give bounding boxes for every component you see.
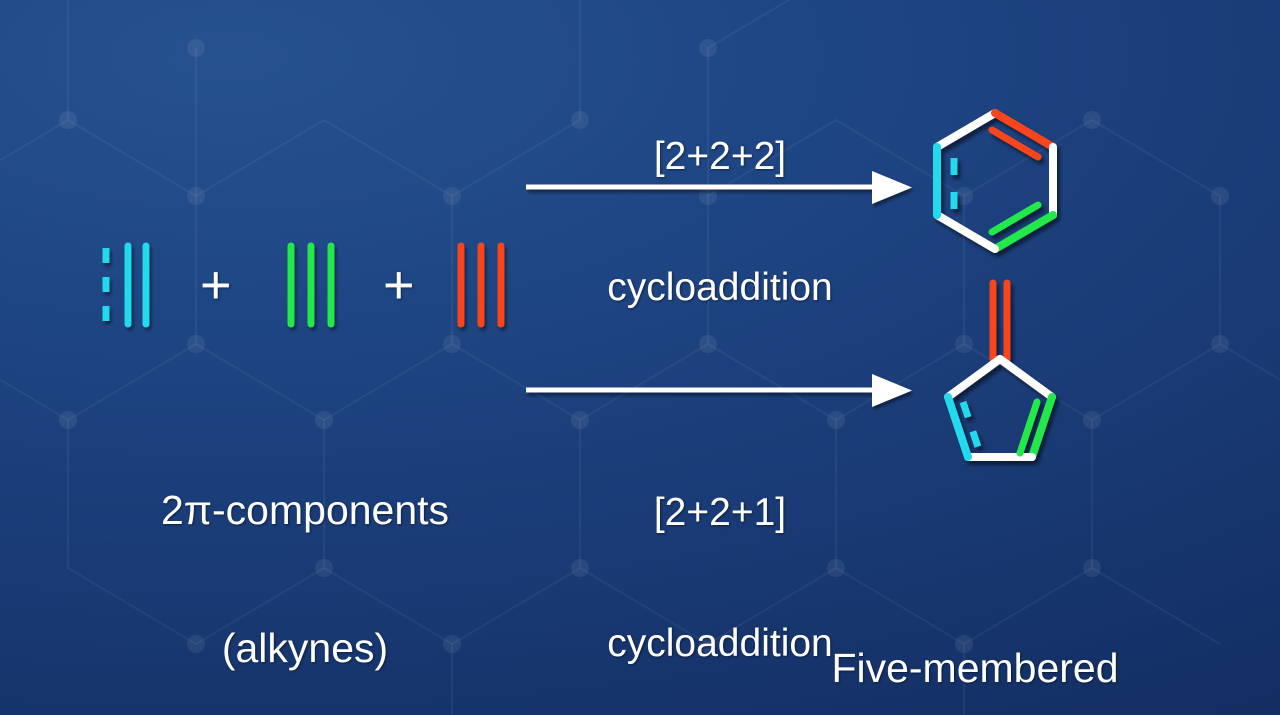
bottom-caption-line2: cycloaddition <box>607 622 833 666</box>
alkyne-green <box>287 242 335 328</box>
bottom-caption-line1: [2+2+1] <box>653 491 787 535</box>
bottom-reaction-arrow-icon <box>526 374 912 407</box>
alkyne-orange <box>457 242 505 328</box>
plus-sign-2: + <box>383 255 415 315</box>
top-caption-line1: [2+2+2] <box>653 135 787 179</box>
top-reaction-caption: [2+2+2] cycloaddition <box>520 48 920 397</box>
five-membered-carbocycle-structure <box>944 279 1056 461</box>
products-label-line1: Five-membered <box>831 644 1119 691</box>
reactants-label-line2: (alkynes) <box>221 624 389 671</box>
products-label: Five-membered carbocycles <box>680 554 1270 715</box>
reactants-label-line1: 2π-components <box>160 486 450 533</box>
alkyne-reactants-group <box>102 242 505 328</box>
benzene-product-structure <box>933 109 1057 253</box>
bottom-reaction-caption: [2+2+1] cycloaddition <box>520 404 920 715</box>
reactants-label: 2π-components (alkynes) <box>0 396 610 715</box>
top-reaction-arrow-icon <box>526 171 912 204</box>
alkyne-cyan <box>102 242 150 328</box>
plus-sign-1: + <box>200 255 232 315</box>
top-caption-line2: cycloaddition <box>607 266 833 310</box>
